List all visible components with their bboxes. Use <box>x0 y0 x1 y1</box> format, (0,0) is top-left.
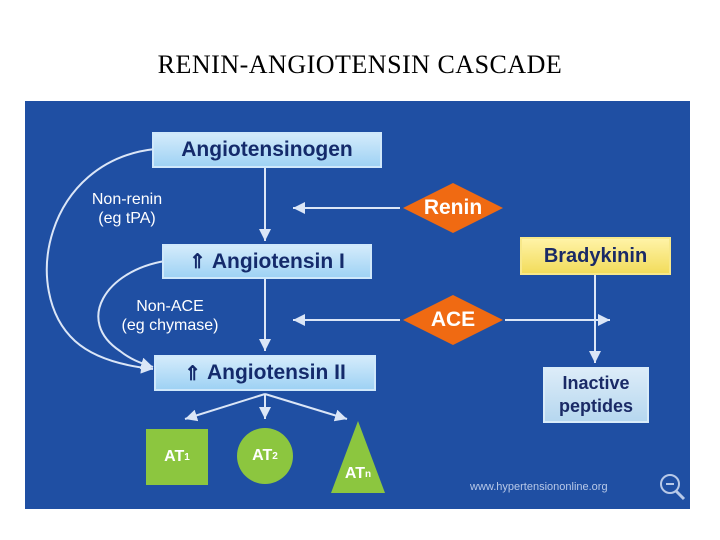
inactive-peptides-line2: peptides <box>558 396 633 416</box>
arrow-non-renin-bypass <box>45 148 156 374</box>
ace-label: ACE <box>430 308 476 331</box>
at1-subscript: 1 <box>184 451 190 463</box>
angiotensinogen-label: Angiotensinogen <box>181 138 353 161</box>
non-ace-note: Non-ACE (eg chymase) <box>105 297 235 335</box>
at2-prefix: AT <box>252 447 273 464</box>
non-renin-line2: (eg tPA) <box>98 210 156 227</box>
source-url: www.hypertensiononline.org <box>470 481 608 493</box>
at1-prefix: AT <box>164 448 185 465</box>
zoom-icon[interactable] <box>660 474 686 501</box>
non-ace-line1: Non-ACE <box>136 298 204 315</box>
atn-subscript: n <box>365 468 372 480</box>
increase-arrow-icon: ⇑ <box>184 362 201 385</box>
angiotensin-1-label: Angiotensin I <box>211 249 345 273</box>
non-renin-note: Non-renin (eg tPA) <box>77 190 177 228</box>
renin-label: Renin <box>423 196 483 219</box>
ace-diamond-shape <box>403 295 503 345</box>
renin-label-wrap: Renin <box>403 193 503 223</box>
arrow-to-at1 <box>184 393 266 422</box>
non-renin-line1: Non-renin <box>91 191 163 208</box>
slide-title: RENIN-ANGIOTENSIN CASCADE <box>157 50 563 79</box>
at2-subscript: 2 <box>272 450 278 462</box>
ace-label-wrap: ACE <box>403 305 503 335</box>
angiotensin-2-box: ⇑ Angiotensin II <box>154 355 376 391</box>
angiotensin-2-label: Angiotensin II <box>206 361 346 384</box>
diagram-connectors <box>45 148 686 501</box>
inactive-peptides-box: Inactive peptides <box>543 367 649 423</box>
arrow-to-atn <box>264 393 348 422</box>
angiotensinogen-box: Angiotensinogen <box>152 132 382 168</box>
at2-circle <box>237 428 293 484</box>
inactive-peptides-line1: Inactive <box>562 373 630 393</box>
bradykinin-label: Bradykinin <box>543 244 648 267</box>
non-ace-line2: (eg chymase) <box>121 317 219 334</box>
atn-prefix: AT <box>344 465 366 482</box>
angiotensin-1-box: ⇑ Angiotensin I <box>162 244 372 279</box>
cascade-diagram: Angiotensinogen ⇑ Angiotensin I ⇑ Angiot… <box>25 101 690 509</box>
renin-diamond-shape <box>403 183 503 233</box>
arrow-non-ace-bypass <box>97 260 166 370</box>
atn-triangle <box>331 421 385 493</box>
bradykinin-box: Bradykinin <box>520 237 671 275</box>
increase-arrow-icon: ⇑ <box>189 251 206 273</box>
